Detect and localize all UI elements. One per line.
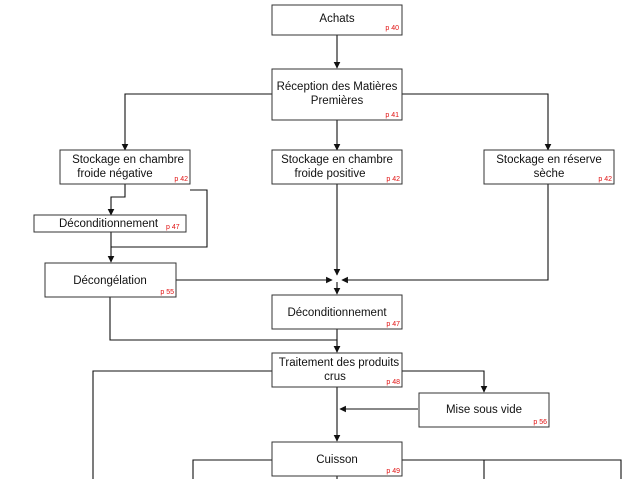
node-mise-sous-vide: Mise sous vide p 56 [418,392,550,428]
node-reception-label-2: Premières [311,95,364,107]
node-traitement-label-1: Traitement des produits [279,357,400,369]
node-cuisson-page: p 49 [386,468,400,475]
node-stock-negative-label-2: froide négative [77,168,152,180]
node-reception: Réception des Matières Premières p 41 [271,68,403,121]
node-deconditionnement-small-label: Déconditionnement [59,218,159,230]
node-achats: Achats p 40 [271,4,403,36]
edge-cuisson-left-branch [192,459,272,479]
edge-traitement-mise-sous-vide [402,370,488,393]
node-stock-seche: Stockage en réserve sèche p 42 [483,149,615,185]
node-decongelation-label: Décongélation [73,275,147,287]
node-decongelation-page: p 55 [160,289,174,296]
node-stock-seche-label-2: sèche [534,168,565,180]
edge-stock-negative-decond [107,184,126,216]
node-cuisson-label: Cuisson [316,454,358,466]
edge-stock-seche-junction [341,184,549,284]
node-deconditionnement-main-page: p 47 [386,321,400,328]
node-traitement-label-2: crus [324,371,346,383]
node-traitement-page: p 48 [386,379,400,386]
node-stock-negative: Stockage en chambre froide négative p 42 [59,149,191,185]
node-reception-page: p 41 [385,112,399,119]
node-mise-sous-vide-label: Mise sous vide [446,404,522,416]
node-stock-positive-label-1: Stockage en chambre [281,154,393,166]
node-traitement: Traitement des produits crus p 48 [271,352,403,388]
node-stock-negative-label-1: Stockage en chambre [72,154,184,166]
node-stock-positive-page: p 42 [386,176,400,183]
node-stock-seche-page: p 42 [598,176,612,183]
edge-traitement-left-branch [92,370,272,479]
node-achats-page: p 40 [385,25,399,32]
nodes: Achats p 40 Réception des Matières Premi… [33,4,615,477]
node-deconditionnement-main: Déconditionnement p 47 [271,294,403,330]
node-reception-label-1: Réception des Matières [277,81,398,93]
node-deconditionnement-small-page: p 47 [166,224,180,231]
node-deconditionnement-main-label: Déconditionnement [287,307,387,319]
edge-stock-negative-bypass [111,189,208,248]
node-achats-label: Achats [319,13,354,25]
node-cuisson: Cuisson p 49 [271,441,403,477]
node-decongelation: Décongélation p 55 [44,262,177,298]
node-stock-negative-page: p 42 [174,176,188,183]
node-mise-sous-vide-page: p 56 [533,419,547,426]
edge-cuisson-right-branch [402,459,622,479]
node-stock-positive: Stockage en chambre froide positive p 42 [271,149,403,185]
edge-reception-stock-seche [402,93,552,151]
node-stock-seche-label-1: Stockage en réserve [496,154,601,166]
edges [92,35,622,479]
node-deconditionnement-small: Déconditionnement p 47 [33,214,187,233]
edge-reception-stock-negative [121,93,272,151]
node-stock-positive-label-2: froide positive [295,168,366,180]
